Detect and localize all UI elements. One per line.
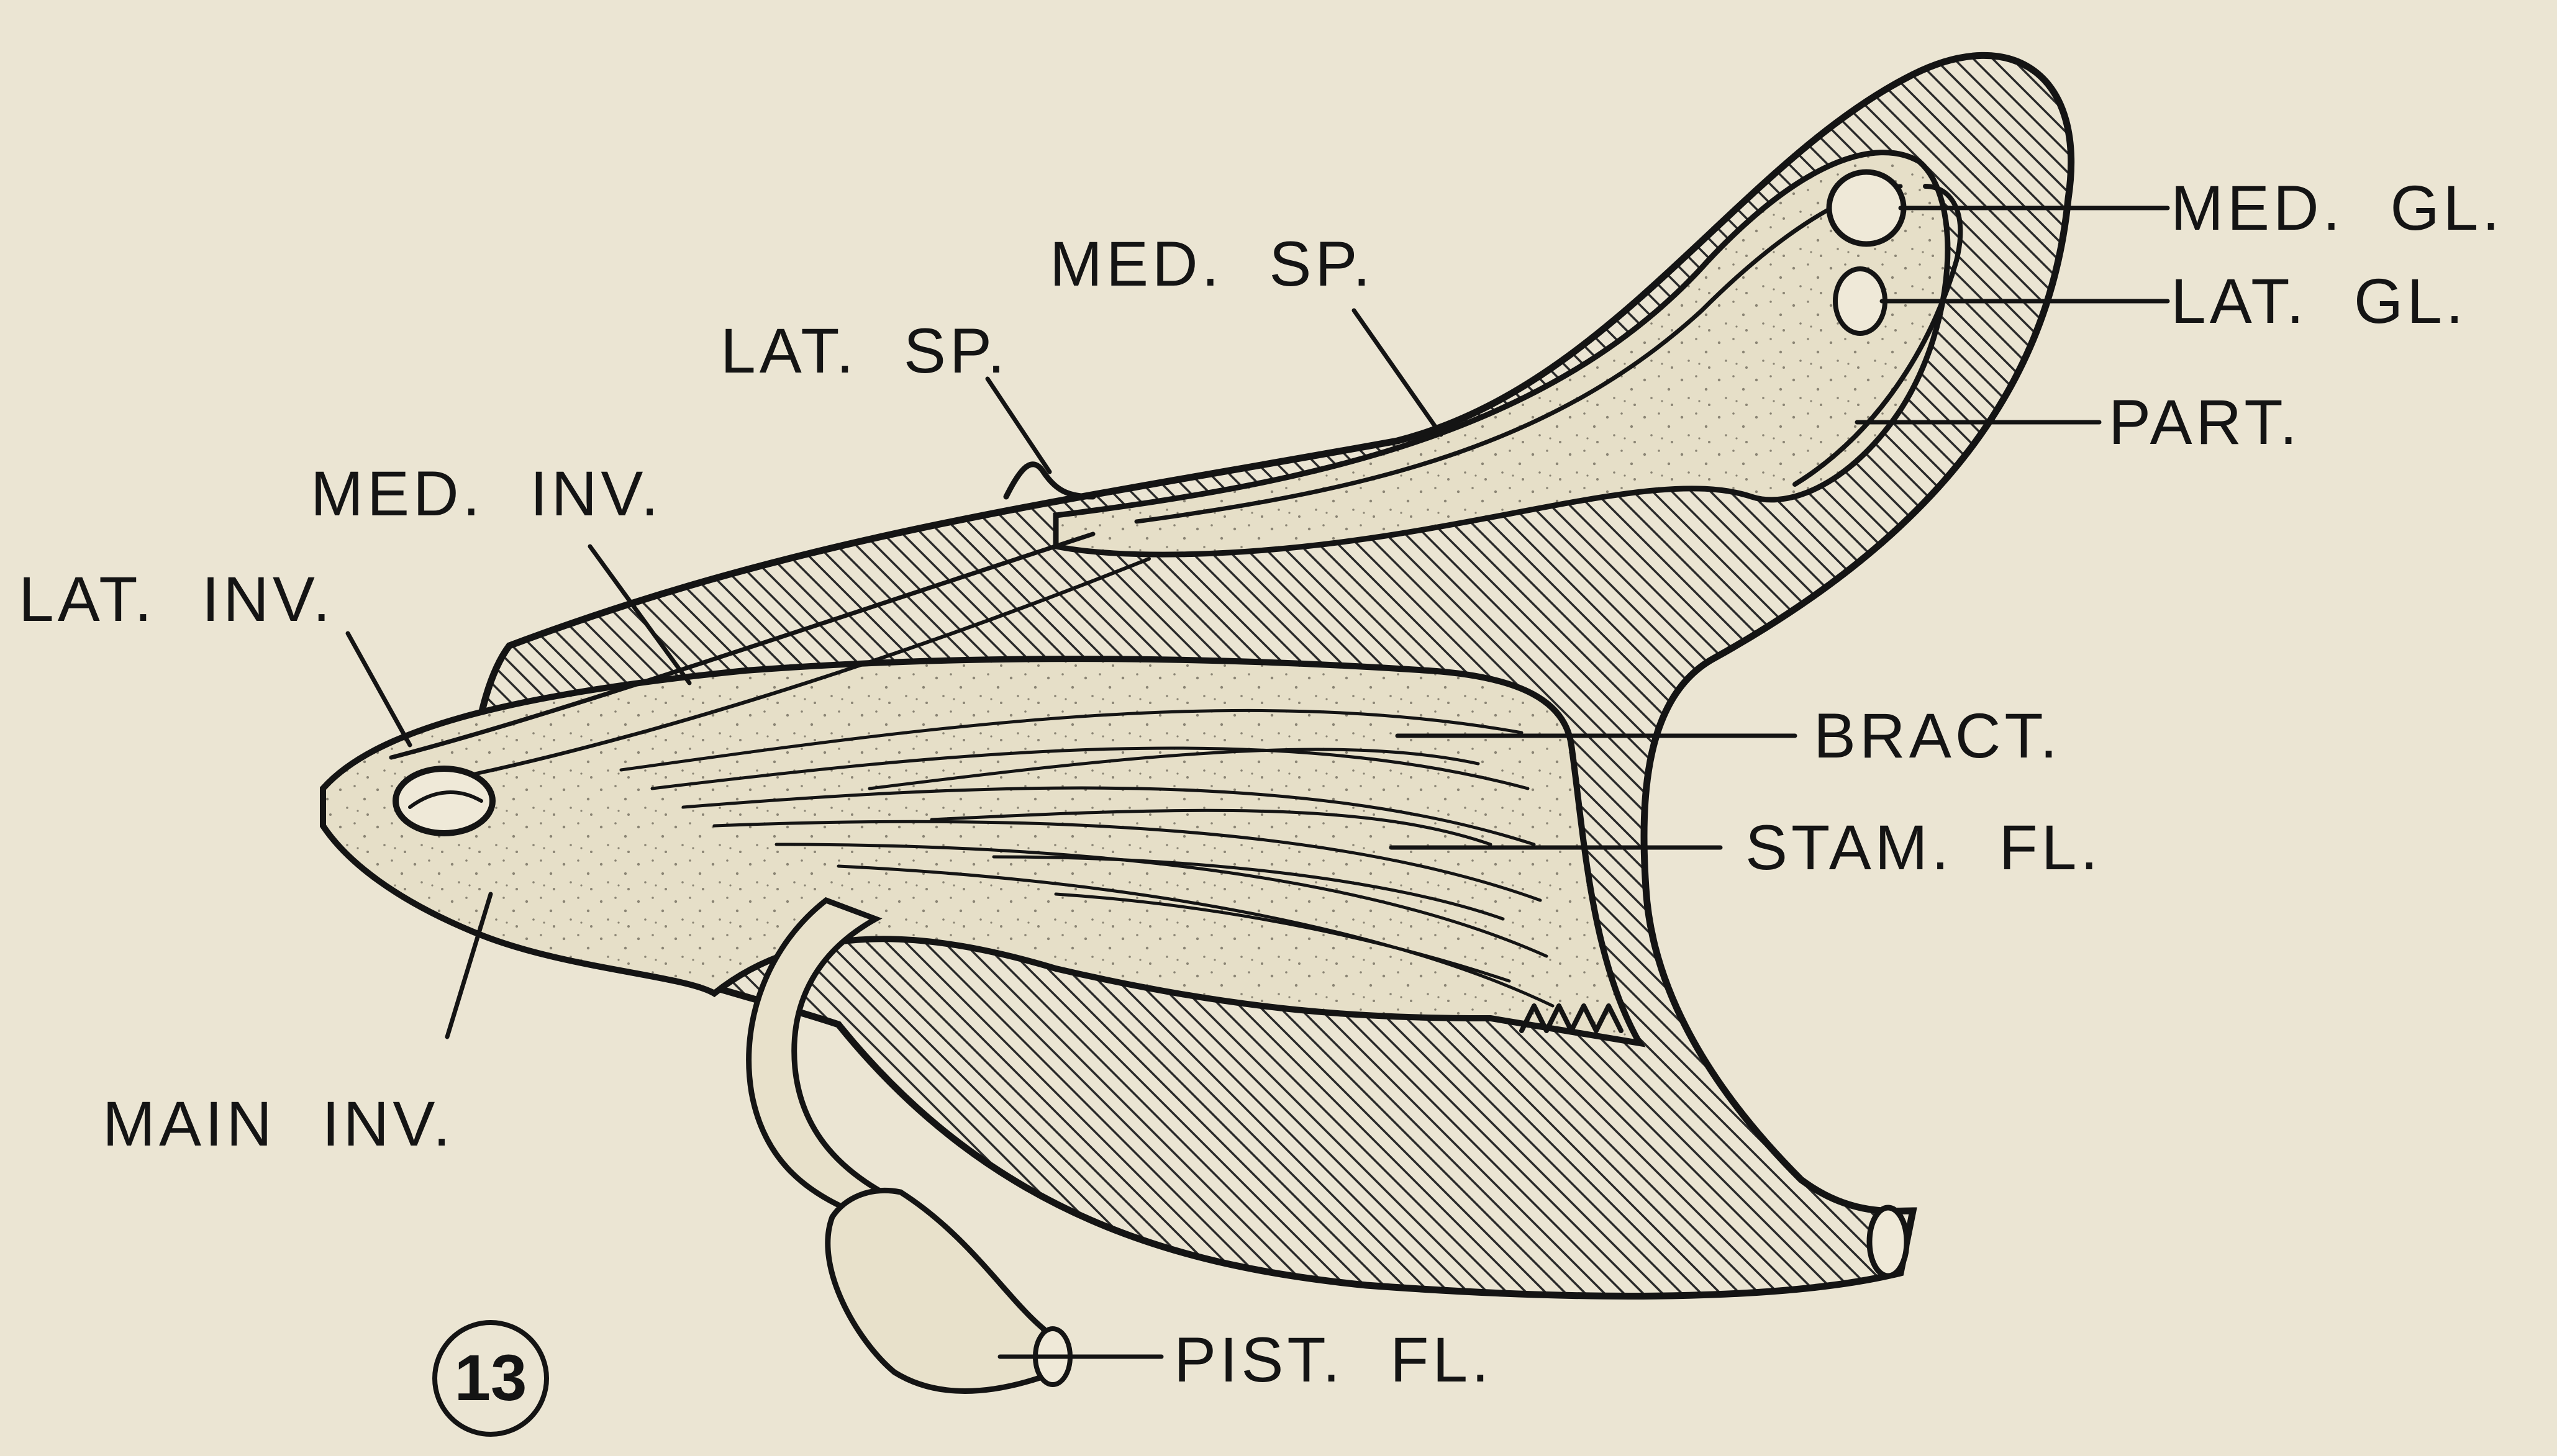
label-med-inv: MED. INV. xyxy=(311,458,662,529)
label-part: PART. xyxy=(2109,387,2301,458)
label-lat-sp: LAT. SP. xyxy=(720,315,1009,386)
median-gland xyxy=(1829,172,1904,244)
label-pist-fl: PIST. FL. xyxy=(1174,1324,1492,1395)
leader-lat-inv xyxy=(348,633,410,745)
leader-lat-sp xyxy=(988,379,1050,472)
label-med-gl: MED. GL. xyxy=(2171,173,2504,243)
cup-base-stump xyxy=(1869,1208,1907,1276)
label-main-inv: MAIN INV. xyxy=(102,1088,454,1159)
label-bract: BRACT. xyxy=(1814,700,2061,771)
pistillate-ovary xyxy=(828,1190,1056,1391)
label-stam-fl: STAM. FL. xyxy=(1745,812,2102,883)
lateral-gland xyxy=(1835,269,1885,333)
figure-number: 13 xyxy=(455,1342,527,1414)
label-lat-gl: LAT. GL. xyxy=(2171,266,2467,337)
label-lat-inv: LAT. INV. xyxy=(19,564,334,635)
leader-med-sp xyxy=(1354,310,1441,435)
label-med-sp: MED. SP. xyxy=(1050,228,1374,299)
